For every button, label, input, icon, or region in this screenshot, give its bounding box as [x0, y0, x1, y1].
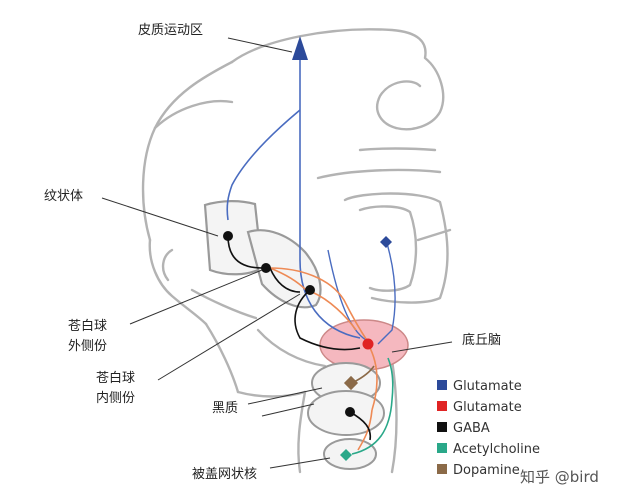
label-gpi-2: 内侧份 [96, 390, 135, 406]
gpi-neuron [305, 285, 315, 295]
legend-label: GABA [453, 421, 490, 436]
striatum-neuron [223, 231, 233, 241]
label-striatum: 纹状体 [44, 189, 83, 204]
legend-swatch [437, 422, 447, 432]
thalamus-neuron [363, 339, 374, 350]
nigra-gaba-neuron [345, 407, 355, 417]
legend-swatch [437, 401, 447, 411]
brain-outline [143, 29, 450, 472]
label-gpe-1: 苍白球 [68, 318, 107, 334]
legend-swatch [437, 464, 447, 474]
gpe-neuron [261, 263, 271, 273]
legend: GlutamateGlutamateGABAAcetylcholineDopam… [437, 379, 540, 478]
label-thalamus: 底丘脑 [462, 332, 501, 348]
label-reticular-nucleus: 被盖网状核 [192, 467, 257, 482]
label-motor-cortex: 皮质运动区 [138, 23, 203, 38]
legend-label: Glutamate [453, 379, 522, 394]
label-gpi-1: 苍白球 [96, 370, 135, 386]
thalamus-target-neuron [380, 236, 392, 248]
legend-label: Glutamate [453, 400, 522, 415]
legend-swatch [437, 443, 447, 453]
label-gpe-2: 外侧份 [68, 339, 107, 354]
watermark: 知乎 @bird [520, 468, 599, 486]
legend-label: Acetylcholine [453, 442, 540, 457]
cortex-pyramidal-neuron [292, 36, 308, 60]
legend-label: Dopamine [453, 463, 520, 478]
label-substantia-nigra: 黑质 [212, 401, 238, 416]
legend-swatch [437, 380, 447, 390]
